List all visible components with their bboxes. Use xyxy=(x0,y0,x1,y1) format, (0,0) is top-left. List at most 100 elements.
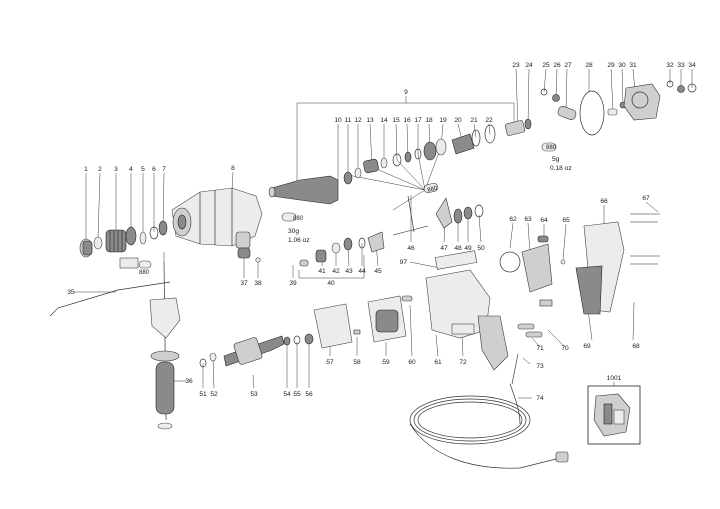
label-1: 1 xyxy=(84,166,88,173)
label-55: 55 xyxy=(293,391,301,398)
label-74: 74 xyxy=(536,395,544,402)
label-38: 38 xyxy=(254,280,262,287)
label-64: 64 xyxy=(540,217,548,224)
label-28: 28 xyxy=(585,62,593,69)
label-41: 41 xyxy=(318,268,326,275)
label-65: 65 xyxy=(562,217,570,224)
parts-drawing xyxy=(49,80,697,469)
label-27: 27 xyxy=(564,62,572,69)
label-51: 51 xyxy=(199,391,207,398)
label-3: 3 xyxy=(114,166,118,173)
label-18: 18 xyxy=(425,117,433,124)
grease-code-9: 880 xyxy=(427,185,439,193)
label-23: 23 xyxy=(512,62,520,69)
label-68: 68 xyxy=(632,343,640,350)
grease-code-8: 880 xyxy=(293,216,304,222)
label-6: 6 xyxy=(152,166,156,173)
handle-parts xyxy=(499,213,660,338)
grease-tube-icon xyxy=(138,142,557,269)
label-45: 45 xyxy=(374,268,382,275)
label-16: 16 xyxy=(403,117,411,124)
label-69: 69 xyxy=(583,343,591,350)
label-40: 40 xyxy=(327,280,335,287)
label-9: 9 xyxy=(404,89,408,96)
grease-code-chuck: 880 xyxy=(139,270,150,276)
label-12: 12 xyxy=(354,117,362,124)
grease-notes: 880 30g 1.06 oz 880 880 5g 0.18 oz 880 xyxy=(139,145,572,276)
label-17: 17 xyxy=(414,117,422,124)
label-33: 33 xyxy=(677,62,685,69)
label-97: 97 xyxy=(400,259,408,266)
label-57: 57 xyxy=(326,359,334,366)
label-26: 26 xyxy=(553,62,561,69)
label-72: 72 xyxy=(459,359,467,366)
label-15: 15 xyxy=(392,117,400,124)
label-14: 14 xyxy=(380,117,388,124)
label-44: 44 xyxy=(358,268,366,275)
label-47: 47 xyxy=(440,245,448,252)
label-63: 63 xyxy=(524,216,532,223)
label-71: 71 xyxy=(536,345,544,352)
label-19: 19 xyxy=(439,117,447,124)
grease-weight-g-23: 5g xyxy=(552,156,560,163)
label-39: 39 xyxy=(289,280,297,287)
label-4: 4 xyxy=(129,166,133,173)
chuck-group xyxy=(79,220,168,258)
label-32: 32 xyxy=(666,62,674,69)
label-60: 60 xyxy=(408,359,416,366)
switch-knob xyxy=(237,247,261,263)
label-13: 13 xyxy=(366,117,374,124)
label-73: 73 xyxy=(536,363,544,370)
label-59: 59 xyxy=(382,359,390,366)
label-20: 20 xyxy=(454,117,462,124)
label-30: 30 xyxy=(618,62,626,69)
grease-weight-oz: 1.06 oz xyxy=(288,237,310,244)
label-22: 22 xyxy=(485,117,493,124)
label-67: 67 xyxy=(642,195,650,202)
label-2: 2 xyxy=(98,166,102,173)
side-handle xyxy=(49,261,181,430)
label-36: 36 xyxy=(185,378,193,385)
label-37: 37 xyxy=(240,280,248,287)
part-labels: 1 2 3 4 5 6 7 8 9 10 11 12 13 14 15 16 1… xyxy=(67,62,696,402)
spindle-assembly xyxy=(268,118,532,205)
label-29: 29 xyxy=(607,62,615,69)
label-35: 35 xyxy=(67,289,75,296)
label-7: 7 xyxy=(162,166,166,173)
label-42: 42 xyxy=(332,268,340,275)
type-plate xyxy=(434,250,478,270)
label-31: 31 xyxy=(629,62,637,69)
label-11: 11 xyxy=(345,117,352,124)
label-61: 61 xyxy=(434,359,442,366)
label-62: 62 xyxy=(509,216,517,223)
label-58: 58 xyxy=(353,359,361,366)
middle-parts xyxy=(299,195,484,267)
grease-weight-oz-23: 0.18 oz xyxy=(550,165,572,172)
label-50: 50 xyxy=(477,245,485,252)
label-5: 5 xyxy=(141,166,145,173)
label-10: 10 xyxy=(334,117,342,124)
grease-weight-g: 30g xyxy=(288,228,299,235)
label-48: 48 xyxy=(454,245,462,252)
label-66: 66 xyxy=(600,198,608,205)
label-56: 56 xyxy=(305,391,313,398)
label-24: 24 xyxy=(525,62,533,69)
label-43: 43 xyxy=(345,268,353,275)
power-cable xyxy=(409,353,569,469)
label-70: 70 xyxy=(561,345,569,352)
label-54: 54 xyxy=(283,391,291,398)
label-25: 25 xyxy=(542,62,550,69)
grease-code-23: 880 xyxy=(546,145,557,151)
label-34: 34 xyxy=(688,62,696,69)
label-46: 46 xyxy=(407,245,415,252)
label-21: 21 xyxy=(470,117,478,124)
label-52: 52 xyxy=(210,391,218,398)
cover-plate-box xyxy=(587,385,641,445)
label-sticker xyxy=(119,257,139,269)
label-1001: 1001 xyxy=(607,375,622,382)
label-49: 49 xyxy=(464,245,472,252)
motor-parts xyxy=(199,269,509,371)
label-8: 8 xyxy=(231,165,235,172)
label-53: 53 xyxy=(250,391,258,398)
